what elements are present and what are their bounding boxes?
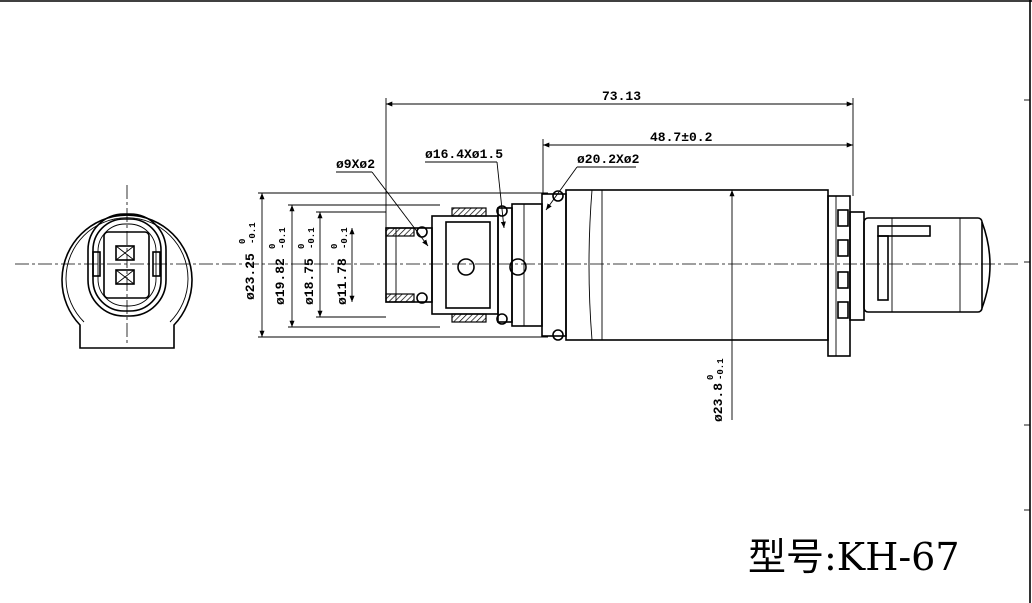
callout-oring-small: ø9Xø2 (336, 157, 429, 247)
dia-2325-tol-upper: 0 (238, 239, 248, 244)
dia-238-tol-upper: 0 (706, 375, 716, 380)
dia-238-tol-lower: -0.1 (716, 358, 726, 380)
dimension-dia-1982: ø19.82 0 -0.1 (268, 205, 295, 327)
dimension-dia-1875: ø18.75 0 -0.1 (297, 212, 323, 317)
dia-2325-label: ø23.25 (243, 253, 258, 300)
dia-1178-tol-lower: -0.1 (340, 227, 350, 249)
dia-1982-tol-upper: 0 (268, 244, 278, 249)
oring-large-label: ø20.2Xø2 (577, 152, 640, 167)
oring-mid-label: ø16.4Xø1.5 (425, 147, 503, 162)
dia-2325-tol-lower: -0.1 (248, 222, 258, 244)
dia-1178-label: ø11.78 (335, 258, 350, 305)
valve-side-view (258, 189, 991, 357)
dimension-dia-1178: ø11.78 0 -0.1 (330, 227, 355, 305)
dimension-dia-2325: ø23.25 0 -0.1 (238, 193, 265, 337)
dia-1982-tol-lower: -0.1 (278, 227, 288, 249)
dim-overall-length: 73.13 (602, 89, 641, 104)
callout-oring-large: ø20.2Xø2 (545, 152, 640, 211)
dimension-dia-238: ø23.8 0 -0.1 (706, 190, 735, 422)
dia-1875-tol-upper: 0 (297, 244, 307, 249)
dia-1875-label: ø18.75 (302, 258, 317, 305)
dimension-body-length: 48.7±0.2 (542, 130, 853, 194)
dia-1982-label: ø19.82 (273, 258, 288, 305)
dia-1178-tol-upper: 0 (330, 244, 340, 249)
dim-body-length: 48.7±0.2 (650, 130, 713, 145)
connector-end-view (61, 185, 193, 349)
model-label: 型号:KH-67 (748, 535, 960, 579)
oring-small-label: ø9Xø2 (336, 157, 375, 172)
dia-238-label: ø23.8 (711, 383, 726, 422)
dia-1875-tol-lower: -0.1 (307, 227, 317, 249)
dimension-overall-length: 73.13 (385, 89, 854, 228)
callout-oring-mid: ø16.4Xø1.5 (425, 147, 506, 229)
